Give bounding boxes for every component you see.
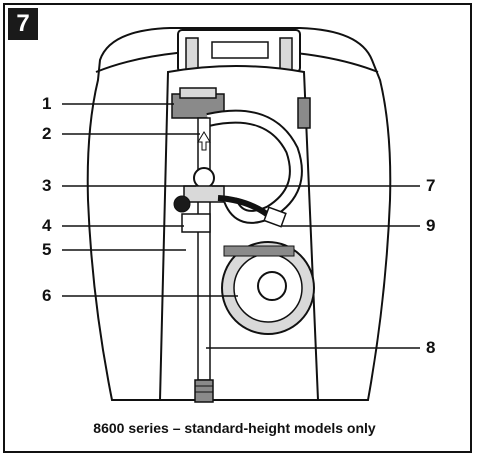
hinge-left bbox=[185, 37, 199, 73]
callout-5: 5 bbox=[42, 240, 52, 259]
pump-hub bbox=[257, 271, 287, 301]
valve-collar bbox=[181, 213, 211, 233]
hinge-right bbox=[279, 37, 293, 73]
callout-7: 7 bbox=[426, 176, 436, 195]
connector bbox=[263, 206, 287, 228]
hinge-center bbox=[211, 41, 269, 59]
pump-band bbox=[223, 245, 295, 257]
valve-cap-top bbox=[179, 87, 217, 99]
callout-4: 4 bbox=[42, 216, 52, 235]
callout-6: 6 bbox=[42, 286, 52, 305]
callout-8: 8 bbox=[426, 338, 436, 357]
fill-tube bbox=[197, 117, 211, 381]
leader-lines bbox=[62, 103, 420, 349]
callout-1: 1 bbox=[42, 94, 52, 113]
callout-3: 3 bbox=[42, 176, 52, 195]
adjust-knob bbox=[173, 195, 191, 213]
figure-caption: 8600 series – standard-height models onl… bbox=[93, 420, 376, 436]
hose-inner bbox=[206, 111, 301, 222]
step-number-badge: 7 bbox=[8, 8, 38, 40]
callout-9: 9 bbox=[426, 216, 436, 235]
side-clip bbox=[297, 97, 311, 129]
clamp-body bbox=[183, 185, 225, 203]
clamp-ring bbox=[193, 167, 215, 189]
flow-arrow-icon bbox=[197, 131, 211, 151]
callout-2: 2 bbox=[42, 124, 52, 143]
threaded-end bbox=[194, 379, 214, 403]
